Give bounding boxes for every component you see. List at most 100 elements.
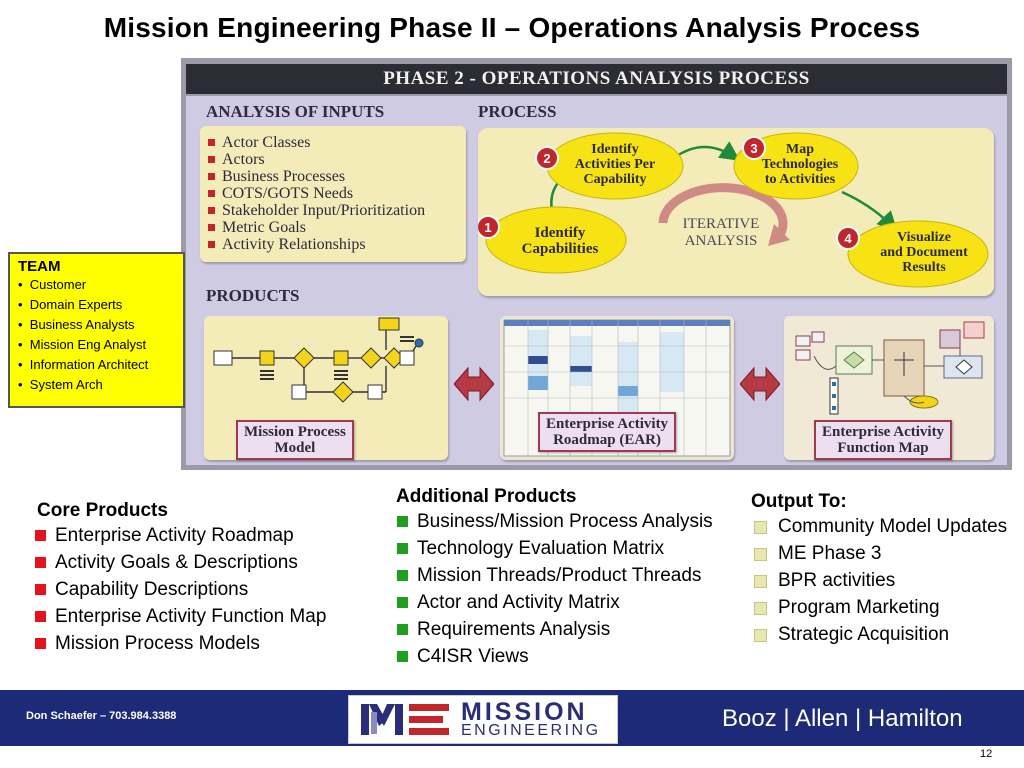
beige-square-bullet-icon <box>754 521 767 534</box>
step-4-line: and Document <box>880 245 968 260</box>
red-square-bullet-icon <box>35 638 46 649</box>
step-2-number: 2 <box>543 151 550 166</box>
figure-header: PHASE 2 - OPERATIONS ANALYSIS PROCESS <box>186 64 1007 94</box>
footer-contact: Don Schaefer – 703.984.3388 <box>26 710 177 722</box>
process-node <box>291 384 307 400</box>
input-item: Business Processes <box>200 168 466 185</box>
process-node <box>259 350 275 366</box>
step-4-number: 4 <box>844 231 852 246</box>
list-item: Program Marketing <box>754 594 1007 621</box>
list-item: C4ISR Views <box>397 643 713 670</box>
product-label-mission-process-model: Mission Process Model <box>236 420 354 460</box>
list-item: BPR activities <box>754 567 1007 594</box>
list-item: ME Phase 3 <box>754 540 1007 567</box>
green-square-bullet-icon <box>397 570 408 581</box>
function-map-diagram <box>795 321 985 415</box>
me-logo-icon <box>361 704 449 735</box>
process-node <box>399 350 415 366</box>
iterative-label-2: ANALYSIS <box>685 233 758 249</box>
beige-square-bullet-icon <box>754 548 767 561</box>
additional-products-heading: Additional Products <box>396 486 577 507</box>
input-item: Activity Relationships <box>200 236 466 253</box>
function-node <box>963 321 985 339</box>
input-item: Actor Classes <box>200 134 466 151</box>
step-3-badge <box>742 136 766 160</box>
step-4-badge <box>836 226 860 250</box>
step-2-line: Identify <box>591 142 638 157</box>
team-item: • Business Analysts <box>18 317 135 332</box>
green-square-bullet-icon <box>397 543 408 554</box>
end-node <box>414 338 424 348</box>
team-item: • Domain Experts <box>18 297 123 312</box>
slide-title: Mission Engineering Phase II – Operation… <box>103 12 921 43</box>
list-item: Enterprise Activity Function Map <box>35 603 326 630</box>
output-to-heading: Output To: <box>751 491 847 512</box>
step-4-line: Results <box>902 260 946 275</box>
list-item: Business/Mission Process Analysis <box>397 508 713 535</box>
step-1-number: 1 <box>484 220 491 235</box>
team-item: • System Arch <box>18 377 103 392</box>
product-panel-ear: Enterprise Activity Roadmap (EAR) <box>500 316 734 460</box>
process-node <box>378 317 400 331</box>
red-square-bullet-icon <box>35 611 46 622</box>
green-square-bullet-icon <box>397 516 408 527</box>
double-arrow-icon <box>454 366 494 402</box>
page-number: 12 <box>980 748 993 760</box>
list-item: Capability Descriptions <box>35 576 326 603</box>
step-4-line: Visualize <box>897 230 951 245</box>
company-name: Booz | Allen | Hamilton <box>722 705 963 732</box>
function-node <box>939 329 961 349</box>
process-figure: PHASE 2 - OPERATIONS ANALYSIS PROCESS AN… <box>181 58 1012 470</box>
process-node <box>333 350 349 366</box>
mission-engineering-logo: MISSION ENGINEERING <box>348 695 618 744</box>
logo-mission-text: MISSION <box>461 698 588 726</box>
beige-square-bullet-icon <box>754 575 767 588</box>
logo-engineering-text: ENGINEERING <box>461 722 601 739</box>
input-item: Actors <box>200 151 466 168</box>
green-square-bullet-icon <box>397 624 408 635</box>
beige-square-bullet-icon <box>754 602 767 615</box>
team-box: TEAM • Customer • Domain Experts • Busin… <box>8 252 185 408</box>
flow-arrow-icon <box>841 190 898 232</box>
products-area: Mission Process Model <box>204 316 994 460</box>
beige-square-bullet-icon <box>754 629 767 642</box>
decision-node <box>332 381 354 403</box>
step-3-number: 3 <box>750 141 757 156</box>
list-item: Technology Evaluation Matrix <box>397 535 713 562</box>
core-products-list: Core Products Enterprise Activity Roadma… <box>35 500 326 657</box>
product-label-function-map: Enterprise Activity Function Map <box>814 420 953 460</box>
team-item: • Mission Eng Analyst <box>18 337 147 352</box>
list-item: Requirements Analysis <box>397 616 713 643</box>
core-products-heading: Core Products <box>37 500 168 521</box>
step-4-ellipse <box>847 220 989 288</box>
team-title: TEAM <box>18 258 61 275</box>
step-3-line: Technologies <box>762 157 839 172</box>
iterative-label-1: ITERATIVE <box>683 216 760 232</box>
list-item: Community Model Updates <box>754 513 1007 540</box>
process-heading: PROCESS <box>478 102 557 121</box>
step-3-line: to Activities <box>765 172 836 187</box>
input-item: COTS/GOTS Needs <box>200 185 466 202</box>
product-panel-function-map: Enterprise Activity Function Map <box>784 316 994 460</box>
step-1-line: Capabilities <box>522 241 599 257</box>
process-flow-diagram <box>213 317 424 403</box>
step-1-ellipse <box>485 206 627 274</box>
step-3-line: Map <box>786 142 814 157</box>
team-item: • Information Architect <box>18 357 149 372</box>
flow-arrow-icon <box>673 141 741 161</box>
red-square-bullet-icon <box>35 530 46 541</box>
output-to-list: Output To: Community Model Updates ME Ph… <box>751 491 1007 648</box>
inputs-heading: ANALYSIS OF INPUTS <box>206 102 385 121</box>
iterative-arrowhead-icon <box>768 224 790 246</box>
step-2-line: Capability <box>583 172 646 187</box>
double-arrow-icon <box>740 366 780 402</box>
process-node <box>367 384 383 400</box>
footer-bar: Don Schaefer – 703.984.3388 MISSION ENGI… <box>0 690 1024 746</box>
decision-node <box>293 347 315 369</box>
step-2-line: Activities Per <box>575 157 655 172</box>
process-panel: ITERATIVE ANALYSIS 2 Identify Activities… <box>476 128 994 296</box>
product-label-ear: Enterprise Activity Roadmap (EAR) <box>538 412 677 452</box>
step-1-line: Identify <box>535 225 586 241</box>
green-square-bullet-icon <box>397 597 408 608</box>
figure-body: ANALYSIS OF INPUTS PROCESS Actor Classes… <box>186 96 1007 465</box>
